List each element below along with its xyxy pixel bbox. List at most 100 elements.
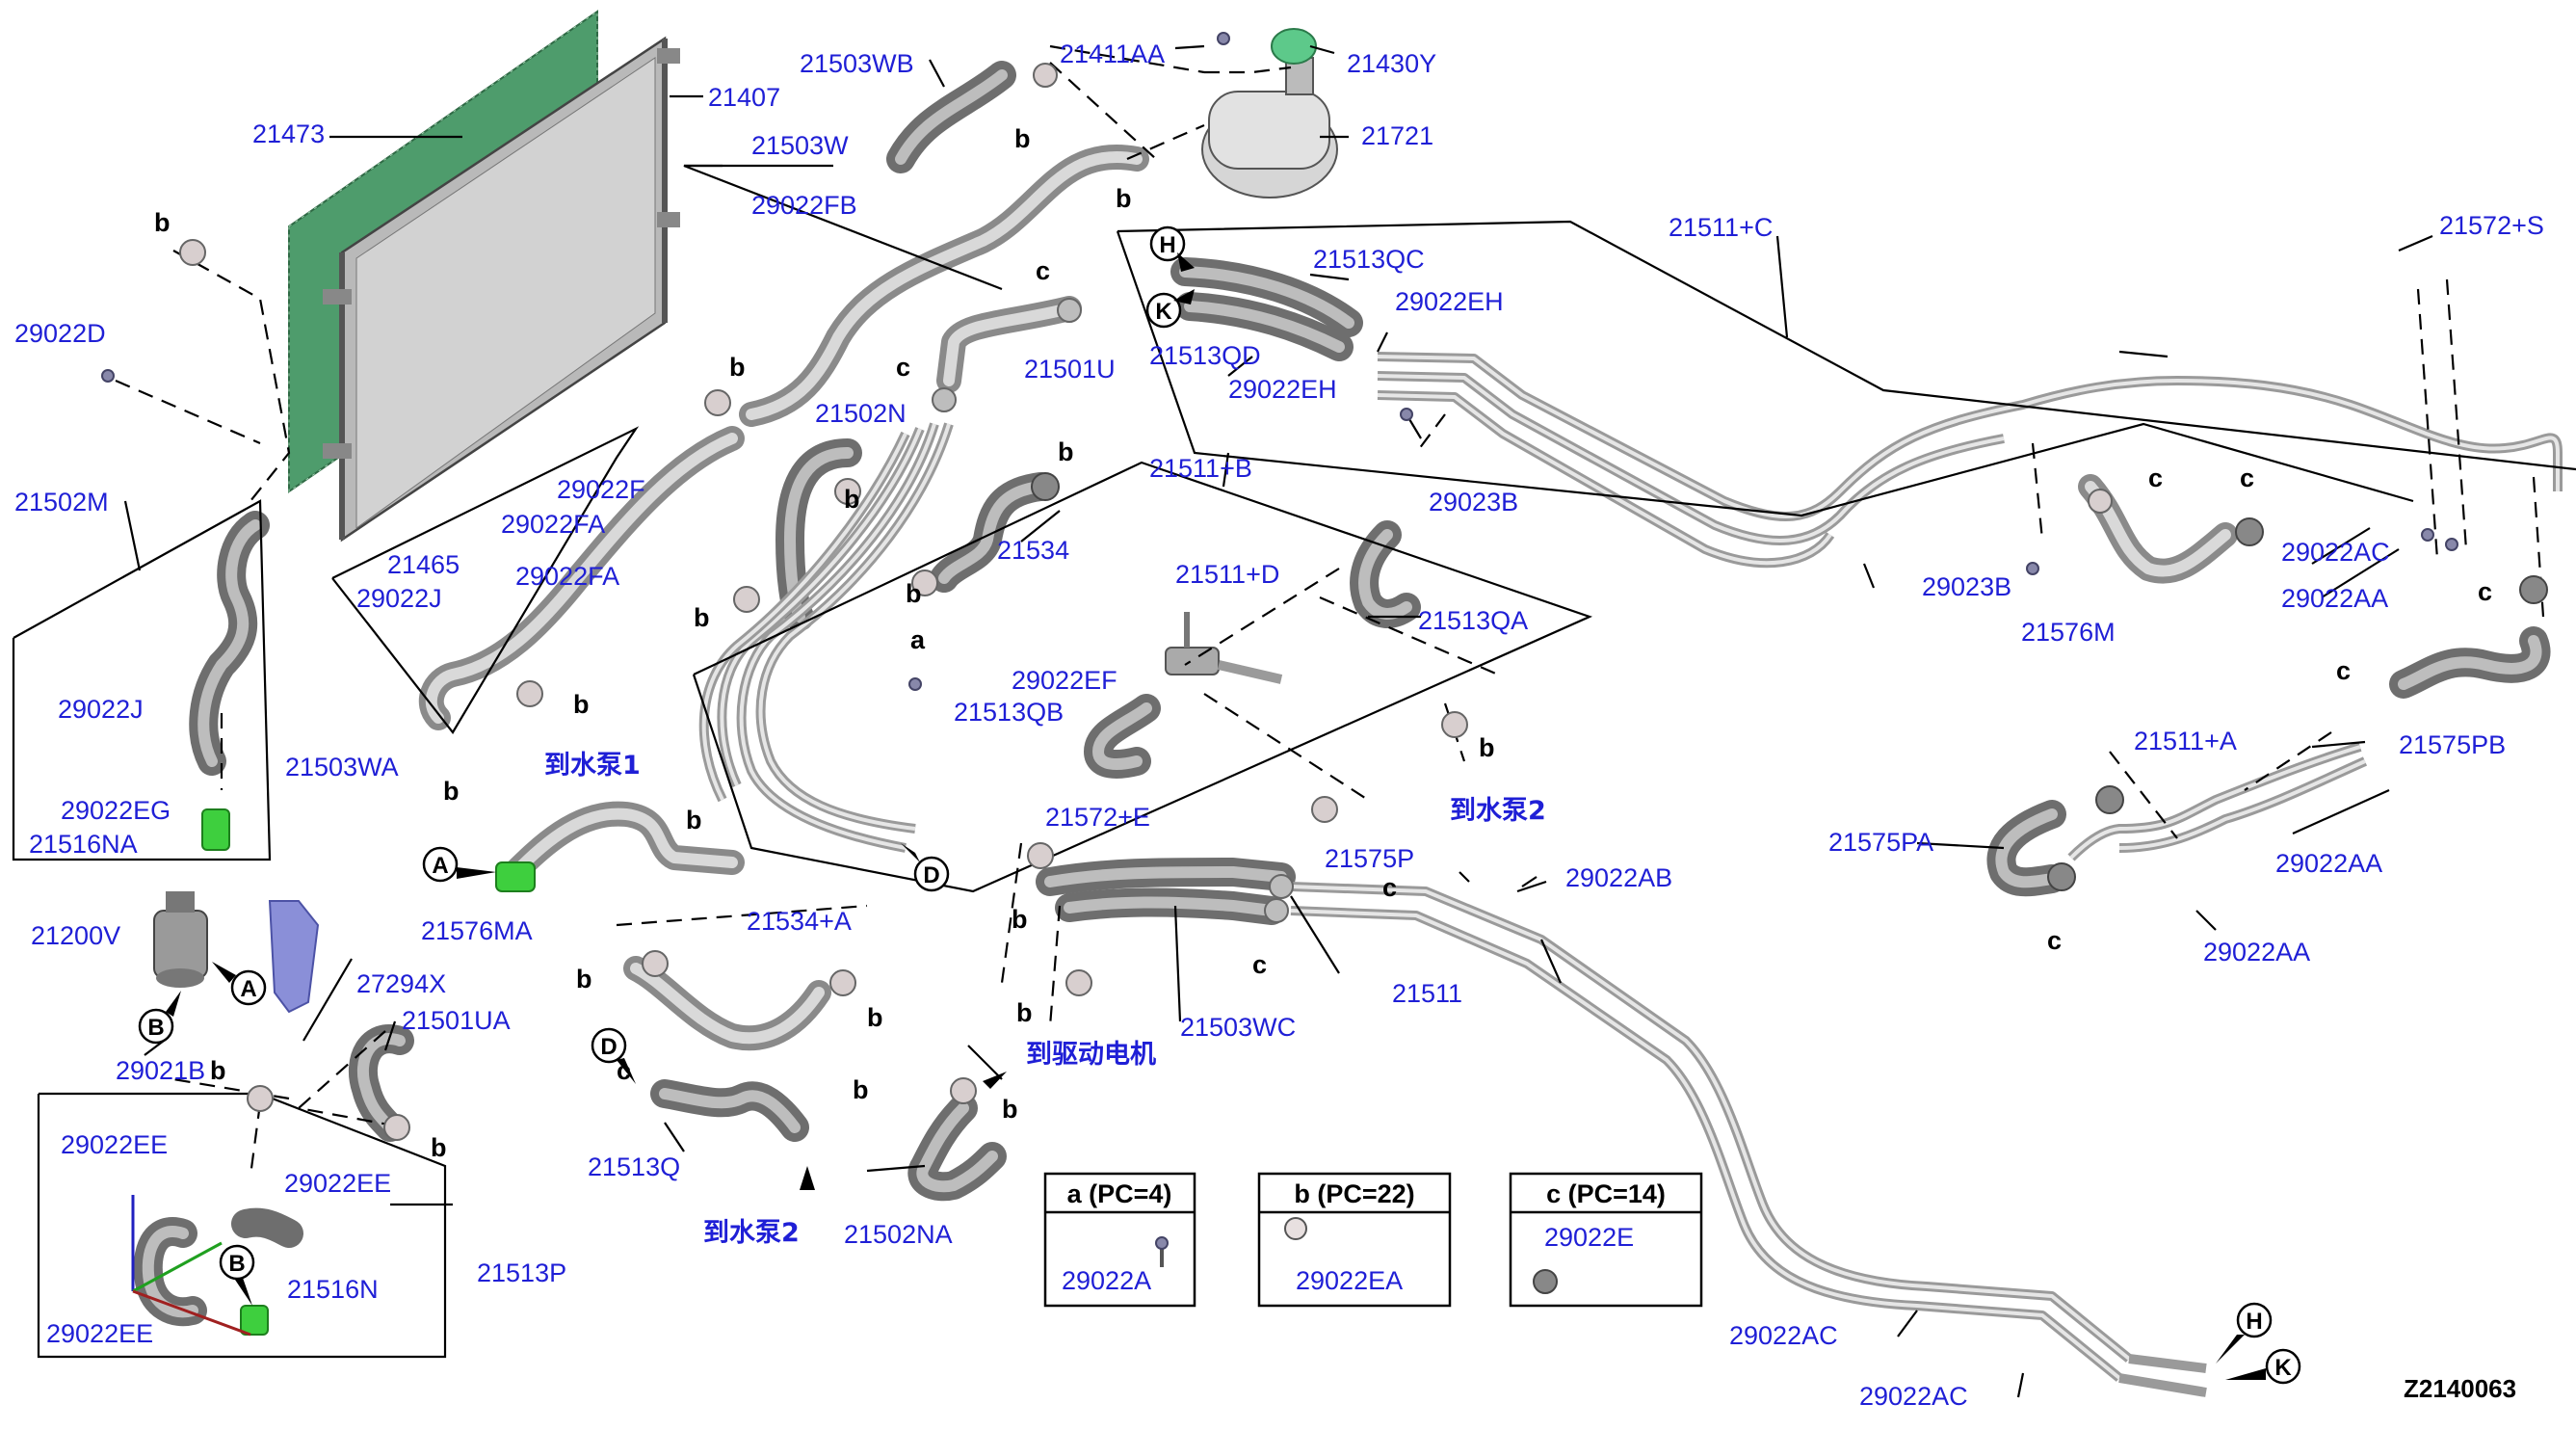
ref-letter-c: c [1382,873,1397,902]
ref-letter-c: c [2047,926,2062,955]
svg-text:A: A [240,976,256,1002]
label-21465: 21465 [387,550,460,579]
label-21572E: 21572+E [1045,803,1150,832]
label-21513P: 21513P [477,1258,566,1287]
ref-letter-b: b [867,1003,883,1032]
label-21511D: 21511+D [1175,560,1279,589]
label-21576MA: 21576MA [421,916,533,945]
hose-21502M [189,511,270,776]
label-to-pump1: 到水泵1 [544,751,641,781]
ref-letter-b: b [1479,733,1495,762]
ref-letter-b: b [1012,905,1028,934]
label-29022AA-c: 29022AA [2203,938,2310,967]
label-29022J-b: 29022J [58,695,144,724]
svg-text:B: B [228,1251,245,1277]
label-21534A: 21534+A [747,907,852,936]
label-27294X: 27294X [356,969,446,998]
ref-letter-a: a [910,625,926,654]
label-to-drive-motor: 到驱动电机 [1026,1040,1156,1070]
ref-letter-b: b [1002,1095,1018,1124]
ref-letter-b: b [573,690,590,719]
ref-letter-c: c [2478,577,2492,606]
label-21511C: 21511+C [1669,213,1773,242]
ref-letter-b: b [1016,998,1033,1027]
hose-21501UA [348,1024,414,1142]
label-29021B: 29021B [116,1056,205,1085]
svg-text:H: H [2246,1309,2262,1335]
legend-c-part: 29022E [1544,1223,1634,1252]
label-29022EE-c: 29022EE [46,1319,153,1348]
legend-c-title: c (PC=14) [1546,1179,1666,1208]
circle-marker-K-bottom: K [2225,1348,2301,1385]
legend-box-b: b (PC=22) 29022EA [1257,1172,1452,1308]
label-29022EE-b: 29022EE [284,1169,391,1198]
label-29022EE-a: 29022EE [61,1130,168,1159]
circle-marker-A-left: A [422,846,496,883]
label-21516NA: 21516NA [29,830,138,859]
label-21513QA: 21513QA [1418,606,1528,635]
hose-21576M [2078,474,2238,584]
svg-text:A: A [432,853,448,879]
label-29022J-a: 29022J [356,584,442,613]
circle-marker-B-box: B [219,1244,255,1306]
ref-letter-c: c [896,353,910,382]
label-21511A: 21511+A [2134,727,2237,755]
circle-marker-B-pump: B [138,991,181,1045]
pipe-21511A [2067,742,2368,861]
pipe-21511 [1290,882,2207,1397]
reservoir-cap [1271,28,1317,65]
callout-lines [12,44,2576,1398]
pipe-21511C [1377,352,2563,569]
ref-letter-b: b [1058,437,1074,466]
pipe-bundle-center [698,422,954,853]
hose-21575P [1036,858,1296,925]
label-21502M: 21502M [14,488,109,516]
label-21572S: 21572+S [2439,211,2544,240]
bracket-27294X [268,900,320,1014]
hose-21534A [623,956,831,1051]
hose-21576MA [495,801,745,892]
label-29022FA-b: 29022FA [515,562,619,591]
hose-21513P [131,1195,303,1337]
connector-21516NA [201,808,230,851]
ref-letter-b: b [1116,184,1132,213]
valve-21511D [1165,612,1283,684]
label-21430Y: 21430Y [1347,49,1436,78]
label-21501UA: 21501UA [402,1006,511,1035]
clip-fittings [101,32,2548,1141]
label-29022FA-a: 29022FA [501,510,605,539]
label-21576M: 21576M [2021,618,2116,647]
label-29022EF: 29022EF [1012,666,1117,695]
ref-letter-c: c [2240,463,2254,492]
label-29022FB: 29022FB [751,191,857,220]
hose-21513QC [1170,257,1363,361]
label-29022AC-a: 29022AC [2281,538,2390,567]
reference-letters: b b b b b b b b b b b b b b b b b b b b … [154,124,2492,1162]
label-21513QC: 21513QC [1313,245,1425,274]
label-21511: 21511 [1392,979,1462,1008]
legend-a-part: 29022A [1062,1266,1151,1295]
legend-box-a: a (PC=4) 29022A [1043,1172,1196,1308]
label-21503W: 21503W [751,131,849,160]
label-29022AA-a: 29022AA [2281,584,2388,613]
ref-letter-b: b [210,1056,226,1085]
svg-text:K: K [1155,299,1172,325]
label-29022AC-c: 29022AC [1859,1382,1968,1411]
label-to-pump2-right: 到水泵2 [1450,796,1546,826]
ref-letter-b: b [853,1075,869,1104]
label-21511B: 21511+B [1149,454,1252,483]
label-21503WC: 21503WC [1180,1013,1296,1042]
svg-text:K: K [2274,1355,2292,1381]
label-29022EH-a: 29022EH [1395,287,1504,316]
label-21501U: 21501U [1024,355,1116,384]
circle-marker-D-lower: D [591,1027,636,1084]
label-21516N: 21516N [287,1275,379,1304]
label-29022F: 29022F [557,475,645,504]
label-21407: 21407 [708,83,780,112]
label-29022D: 29022D [14,319,106,348]
dashed-link-lines [115,44,2545,1177]
label-21575P: 21575P [1325,844,1414,873]
label-29022EG: 29022EG [61,796,171,825]
ref-letter-b: b [576,965,592,993]
